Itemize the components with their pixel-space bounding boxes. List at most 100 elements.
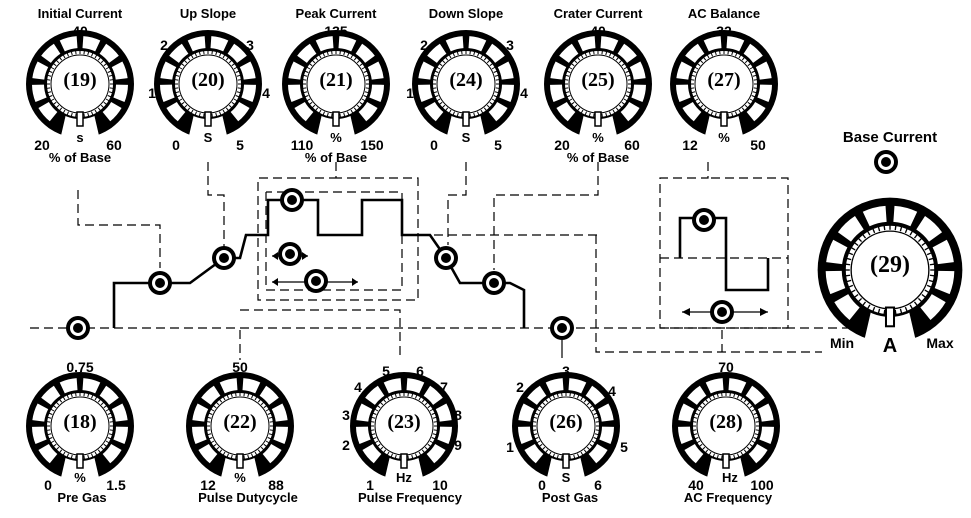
pulse-dutycycle-max: 88: [268, 477, 284, 493]
post-gas-tick-5: 5: [620, 439, 628, 455]
post-gas-knob[interactable]: [512, 372, 620, 482]
dashed-connectors: [30, 162, 900, 360]
knob-scale-segment: [488, 102, 508, 122]
down-slope-number: (24): [449, 69, 482, 91]
knob-scale-segment: [755, 61, 772, 80]
down-slope-knob[interactable]: [412, 30, 520, 140]
indicator-leds: [66, 150, 898, 340]
pre-gas-unit: %: [74, 470, 86, 485]
knob-scale-segment: [705, 378, 724, 394]
knob-scale-segment: [201, 385, 221, 405]
post-gas-tick-3: 3: [562, 363, 570, 379]
peak-current-number: (21): [319, 69, 352, 91]
initial-current-subtitle: % of Base: [49, 150, 111, 165]
led-crater-current-indicator-icon: [482, 271, 506, 295]
pulse-dutycycle-unit: %: [234, 470, 246, 485]
knob-scale-segment: [703, 36, 722, 52]
base-current-knob[interactable]: [817, 197, 963, 346]
knob-scale-segment: [826, 239, 848, 265]
knob-scale-segment: [230, 102, 250, 122]
knob-scale-segment: [41, 385, 61, 405]
post-gas-title: Post Gas: [542, 490, 598, 505]
knob-scale-segment: [932, 239, 954, 265]
pre-gas-min: 0: [44, 477, 52, 493]
crater-current-min: 20: [554, 137, 570, 153]
knob-scale-segment: [585, 385, 605, 405]
knob-scale-segment: [32, 61, 49, 80]
pre-gas-number: (18): [63, 411, 96, 433]
knob-scale-segment: [259, 385, 279, 405]
current-waveform: [112, 198, 770, 358]
knob-scale-segment: [365, 385, 385, 405]
range-arrows: [272, 252, 768, 316]
knob-scale-segment: [687, 385, 707, 405]
knob-scale-segment: [367, 61, 384, 80]
up-slope-tick-4: 4: [262, 85, 270, 101]
knob-scale-segment: [545, 378, 564, 394]
knob-scale-segment: [169, 43, 189, 63]
knob-scale-segment: [166, 102, 186, 122]
up-slope-tick-2: 2: [160, 37, 168, 53]
initial-current-unit: s: [76, 130, 83, 145]
peak-current-knob[interactable]: [282, 30, 390, 140]
knob-scale-segment: [383, 378, 402, 394]
ac-frequency-knob[interactable]: [672, 372, 780, 482]
knob-scale-segment: [423, 385, 443, 405]
pulse-frequency-tick-5: 5: [382, 363, 390, 379]
ac-frequency-max: 100: [750, 477, 774, 493]
knob-scale-segment: [893, 205, 918, 227]
pulse-frequency-knob[interactable]: [350, 372, 458, 482]
knob-scale-segment: [192, 403, 209, 422]
knob-scale-segment: [676, 84, 691, 102]
knob-scale-segment: [32, 426, 47, 444]
knob-scale-segment: [518, 426, 533, 444]
knob-scale-segment: [273, 426, 288, 444]
knob-scale-segment: [518, 403, 535, 422]
crater-current-knob[interactable]: [544, 30, 652, 140]
knob-scale-segment: [748, 444, 768, 464]
ac-balance-knob[interactable]: [670, 30, 778, 140]
knob-scale-segment: [262, 444, 282, 464]
pre-gas-knob[interactable]: [26, 372, 134, 482]
knob-scale-segment: [588, 444, 608, 464]
ac-frequency-min: 40: [688, 477, 704, 493]
pulse-dutycycle-knob[interactable]: [186, 372, 294, 482]
up-slope-tick-1: 1: [148, 85, 156, 101]
initial-current-max: 60: [106, 137, 122, 153]
knob-scale-segment: [242, 378, 261, 394]
led-ac-frequency-indicator-icon: [710, 300, 734, 324]
knob-scale-segment: [241, 84, 256, 102]
knob-scale-segment: [59, 36, 78, 52]
knob-scale-segment: [577, 36, 596, 52]
knob-scale-segment: [629, 61, 646, 80]
knob-scale-segment: [82, 36, 101, 52]
down-slope-tick-4: 4: [520, 85, 528, 101]
post-gas-unit: S: [562, 470, 571, 485]
up-slope-knob[interactable]: [154, 30, 262, 140]
pulse-frequency-tick-2: 2: [342, 437, 350, 453]
led-pulse-frequency-indicator-icon: [278, 242, 302, 266]
knob-scale-segment: [424, 102, 444, 122]
crater-current-max: 60: [624, 137, 640, 153]
knob-scale-segment: [527, 385, 547, 405]
knob-scale-segment: [406, 378, 425, 394]
knob-scale-segment: [620, 102, 640, 122]
knob-scale-segment: [99, 43, 119, 63]
pulse-frequency-tick-9: 9: [454, 437, 462, 453]
led-initial-current-indicator-icon: [148, 271, 172, 295]
knob-scale-segment: [297, 43, 317, 63]
knob-scale-segment: [294, 102, 314, 122]
knob-scale-segment: [356, 426, 371, 444]
knob-scale-segment: [728, 378, 747, 394]
base-current-title: Base Current: [843, 129, 937, 146]
knob-scale-segment: [631, 84, 646, 102]
knob-scale-segment: [837, 216, 864, 242]
peak-current-unit: %: [330, 130, 342, 145]
ac-balance-title: AC Balance: [688, 6, 760, 21]
knob-scale-segment: [418, 61, 435, 80]
pulse-frequency-tick-7: 7: [440, 379, 448, 395]
initial-current-knob[interactable]: [26, 30, 134, 140]
pulse-frequency-tick-3: 3: [342, 407, 350, 423]
up-slope-max: 5: [236, 137, 244, 153]
knob-scale-segment: [160, 61, 177, 80]
